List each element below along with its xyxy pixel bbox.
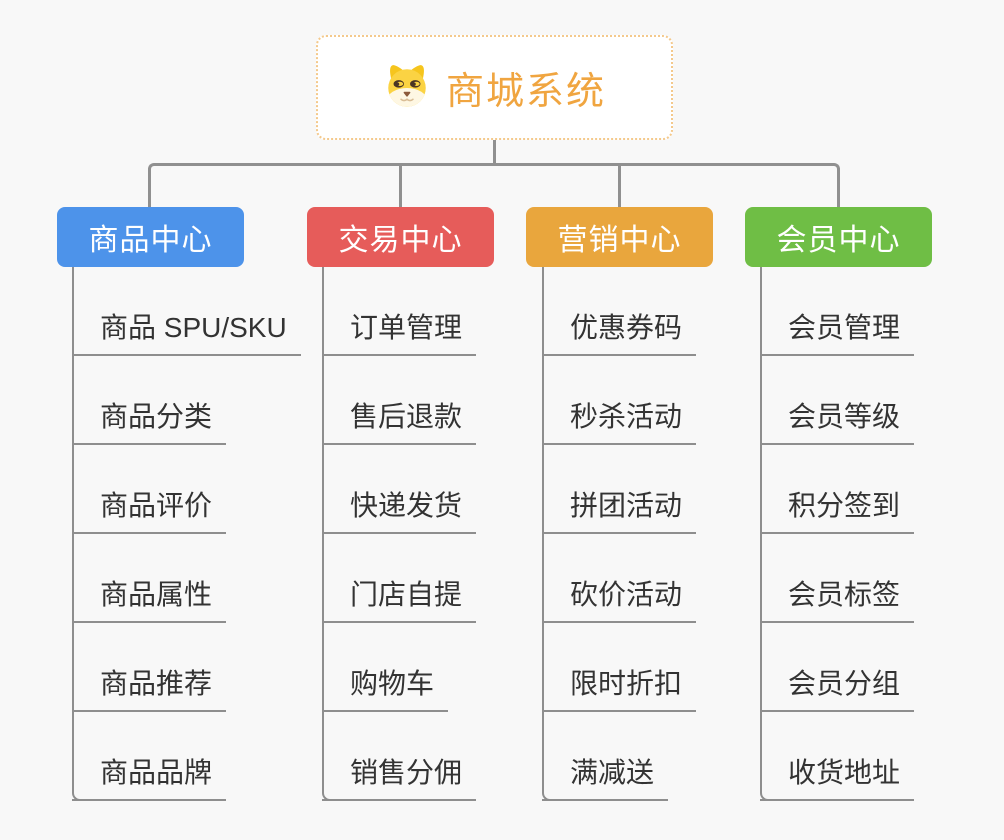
leaf-node[interactable]: 拼团活动 xyxy=(542,488,697,534)
branch-node-trade-center[interactable]: 交易中心 xyxy=(307,207,494,267)
leaf-node[interactable]: 限时折扣 xyxy=(542,666,697,712)
leaf-node[interactable]: 满减送 xyxy=(542,755,669,801)
connector-drop-marketing xyxy=(618,163,621,207)
leaf-node[interactable]: 商品属性 xyxy=(72,577,227,623)
dog-face-icon xyxy=(383,61,431,114)
root-node-mall-system[interactable]: 商城系统 xyxy=(316,35,673,140)
leaf-node[interactable]: 砍价活动 xyxy=(542,577,697,623)
leaf-node[interactable]: 秒杀活动 xyxy=(542,399,697,445)
leaf-node[interactable]: 会员管理 xyxy=(760,310,915,356)
branch-node-product-center[interactable]: 商品中心 xyxy=(57,207,244,267)
leaf-node[interactable]: 收货地址 xyxy=(760,755,915,801)
leaf-node[interactable]: 订单管理 xyxy=(322,310,477,356)
leaf-node[interactable]: 商品分类 xyxy=(72,399,227,445)
leaf-node[interactable]: 商品评价 xyxy=(72,488,227,534)
branch-node-member-center[interactable]: 会员中心 xyxy=(745,207,932,267)
leaf-node[interactable]: 销售分佣 xyxy=(322,755,477,801)
connector-root-drop xyxy=(493,140,496,165)
leaf-node[interactable]: 购物车 xyxy=(322,666,449,712)
leaf-node[interactable]: 快递发货 xyxy=(322,488,477,534)
connector-elbow-left xyxy=(148,163,495,207)
leaf-node[interactable]: 会员分组 xyxy=(760,666,915,712)
connector-elbow-right xyxy=(495,163,840,207)
leaf-node[interactable]: 积分签到 xyxy=(760,488,915,534)
connector-drop-trade xyxy=(399,163,402,207)
leaf-node[interactable]: 会员标签 xyxy=(760,577,915,623)
leaf-node[interactable]: 门店自提 xyxy=(322,577,477,623)
leaf-node[interactable]: 售后退款 xyxy=(322,399,477,445)
leaf-node[interactable]: 会员等级 xyxy=(760,399,915,445)
root-title: 商城系统 xyxy=(445,71,606,113)
leaf-node[interactable]: 商品品牌 xyxy=(72,755,227,801)
leaf-node[interactable]: 优惠券码 xyxy=(542,310,697,356)
branch-node-marketing-center[interactable]: 营销中心 xyxy=(526,207,713,267)
leaf-node[interactable]: 商品推荐 xyxy=(72,666,227,712)
leaf-node[interactable]: 商品 SPU/SKU xyxy=(72,310,301,356)
